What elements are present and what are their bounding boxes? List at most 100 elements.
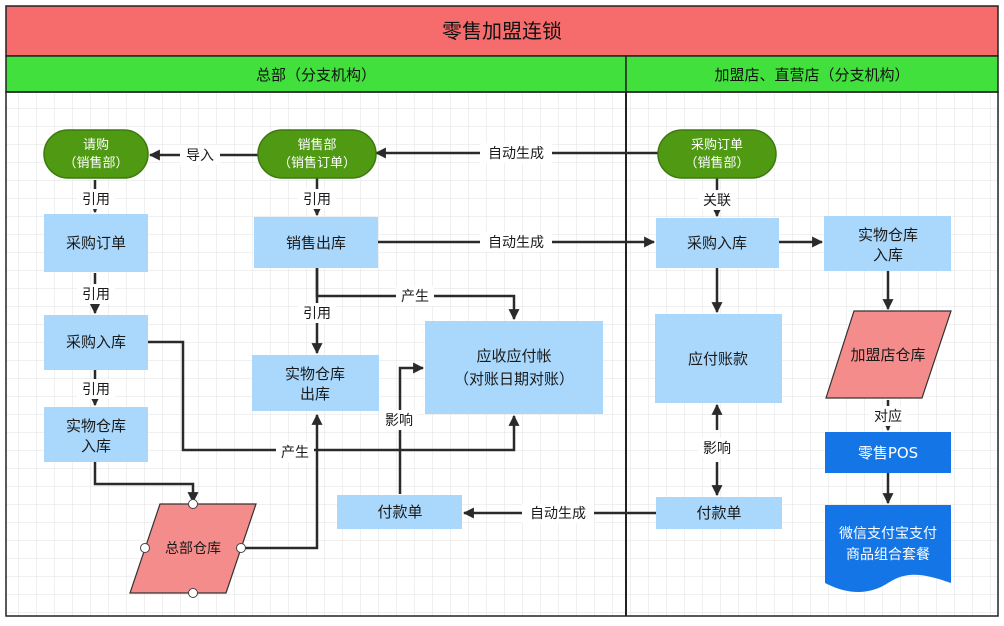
node-shiwu-chuku-shape — [252, 355, 379, 411]
edge-labels: 导入 自动生成 引用 引用 引用 引用 关联 自动生成 产生 引用 影响 产生 … — [77, 143, 907, 523]
edge-label-auto3: 自动生成 — [530, 506, 586, 522]
lane-borders — [5, 91, 999, 617]
node-pos-label: 零售POS — [858, 444, 918, 462]
node-xiaoshoubu: 销售部 （销售订单） — [257, 129, 377, 179]
label-bg-daoru — [180, 145, 220, 165]
node-caigou-ruku-l: 采购入库 — [44, 315, 148, 370]
edge-label-chansheng2: 产生 — [281, 445, 309, 461]
label-bg-auto3 — [522, 503, 594, 523]
label-bg-yingxiang2 — [698, 438, 736, 458]
edge-label-yinyong-mid: 引用 — [303, 306, 331, 322]
node-payment-doc-shape — [825, 505, 951, 593]
node-shiwu-ruku-r-line1: 实物仓库 — [858, 226, 918, 244]
node-shiwu-ruku-r-shape — [824, 216, 951, 271]
node-jiameng-store: 加盟店仓库 — [825, 310, 952, 399]
node-fukuan-l-shape — [337, 495, 462, 529]
node-fukuan-r-shape — [656, 497, 782, 529]
node-fukuan-l: 付款单 — [337, 495, 462, 529]
zongbu-connector-dot-right — [236, 543, 246, 553]
node-qinggou-line1: 请购 — [83, 137, 109, 153]
title-bar: 零售加盟连锁 — [5, 5, 999, 57]
node-caigou-order-r-shape — [657, 129, 777, 179]
node-shiwu-ruku-r: 实物仓库 入库 — [824, 216, 951, 271]
edge-label-yinyong4: 引用 — [303, 192, 331, 208]
edge-label-auto1: 自动生成 — [488, 146, 544, 162]
node-caigou-ruku-r-label: 采购入库 — [687, 234, 747, 252]
edge-label-auto2: 自动生成 — [488, 235, 544, 251]
edge-label-yingxiang1: 影响 — [385, 413, 413, 429]
node-caigou-order-r-line2: （销售部） — [684, 155, 749, 171]
node-xiaoshoubu-line2: （销售订单） — [278, 155, 356, 171]
node-caigou-order-r: 采购订单 （销售部） — [657, 129, 777, 179]
node-caigou-ruku-r-shape — [656, 218, 779, 268]
node-shiwu-ruku-r-line2: 入库 — [873, 246, 903, 264]
node-pos: 零售POS — [825, 432, 951, 473]
node-caigou-ruku-l-label: 采购入库 — [66, 333, 126, 351]
edge-label-duiying: 对应 — [874, 408, 902, 425]
node-zongbu-store-label: 总部仓库 — [165, 541, 221, 557]
label-bg-duiying — [869, 406, 907, 426]
zongbu-connector-dot-top — [188, 499, 198, 509]
node-payment-doc-line2: 商品组合套餐 — [846, 547, 930, 563]
node-payment-doc: 微信支付宝支付 商品组合套餐 — [825, 505, 951, 593]
label-bg-yinyong4 — [298, 189, 336, 209]
node-shiwu-chuku: 实物仓库 出库 — [252, 355, 379, 411]
lane-header-row: 总部（分支机构） 加盟店、直营店（分支机构） — [5, 55, 999, 93]
label-bg-yinyong-mid — [298, 303, 336, 323]
node-yingshou: 应收应付帐 （对账日期对账） — [425, 321, 603, 414]
node-caigou-ruku-l-shape — [44, 315, 148, 370]
lane-outer-border — [5, 91, 999, 617]
node-shiwu-ruku-l: 实物仓库 入库 — [44, 407, 148, 462]
node-yingshou-line1: 应收应付帐 — [476, 347, 551, 365]
label-bg-auto1 — [480, 143, 552, 163]
node-shiwu-chuku-line2: 出库 — [300, 385, 330, 403]
node-qinggou: 请购 （销售部） — [43, 129, 149, 179]
node-fukuan-r-label: 付款单 — [696, 504, 741, 522]
label-bg-yinyong2 — [77, 284, 115, 304]
label-bg-auto2 — [480, 232, 552, 252]
label-bg-yinyong3 — [77, 379, 115, 399]
label-bg-yingxiang1 — [380, 410, 418, 430]
node-xiaoshoubu-line1: 销售部 — [297, 137, 336, 153]
lane-header-right-bg — [625, 55, 999, 93]
node-xiaoshou-chuku: 销售出库 — [254, 217, 378, 268]
lane-header-right: 加盟店、直营店（分支机构） — [714, 66, 909, 84]
node-zongbu-store-shape — [129, 503, 257, 594]
node-xiaoshou-chuku-shape — [254, 217, 378, 268]
edge-label-yinyong1: 引用 — [82, 192, 110, 208]
label-bg-yinyong1 — [77, 189, 115, 209]
label-bg-chansheng1 — [396, 286, 434, 306]
node-jiameng-store-label: 加盟店仓库 — [850, 346, 925, 364]
edge-label-yinyong3: 引用 — [82, 382, 110, 398]
node-caigou-order-r-line1: 采购订单 — [691, 137, 743, 153]
edge-fukuan-to-yingshou — [398, 362, 425, 494]
node-yingshou-shape — [425, 321, 603, 414]
edge-label-yingxiang2: 影响 — [703, 441, 731, 457]
edge-ruku-to-yingshou — [148, 340, 520, 452]
node-fukuan-r: 付款单 — [656, 497, 782, 529]
label-bg-chansheng2 — [276, 442, 314, 462]
diagram-title: 零售加盟连锁 — [442, 19, 562, 43]
node-shiwu-ruku-l-line1: 实物仓库 — [66, 417, 126, 435]
node-shiwu-chuku-line1: 实物仓库 — [285, 365, 345, 383]
node-fukuan-l-label: 付款单 — [377, 503, 422, 521]
nodes: 请购 （销售部） 销售部 （销售订单） 采购订单 （销售部） 采购订单 销售出库… — [43, 129, 952, 598]
lane-header-left: 总部（分支机构） — [256, 66, 376, 84]
edge-label-yinyong2: 引用 — [82, 287, 110, 303]
zongbu-connector-dot-left — [140, 543, 150, 553]
edge-label-guanlian: 关联 — [703, 193, 731, 209]
edge-shiwu-to-zongbu — [93, 462, 199, 504]
node-xiaoshoubu-shape — [257, 129, 377, 179]
node-shiwu-ruku-l-line2: 入库 — [81, 437, 111, 455]
edge-label-chansheng1: 产生 — [401, 289, 429, 305]
node-jiameng-store-shape — [825, 310, 952, 399]
node-shiwu-ruku-l-shape — [44, 407, 148, 462]
node-caigou-order-l: 采购订单 — [44, 214, 148, 272]
node-qinggou-shape — [43, 129, 149, 179]
node-pos-shape — [825, 432, 951, 473]
node-xiaoshou-chuku-label: 销售出库 — [286, 234, 346, 252]
node-qinggou-line2: （销售部） — [63, 155, 128, 171]
node-caigou-ruku-r: 采购入库 — [656, 218, 779, 268]
